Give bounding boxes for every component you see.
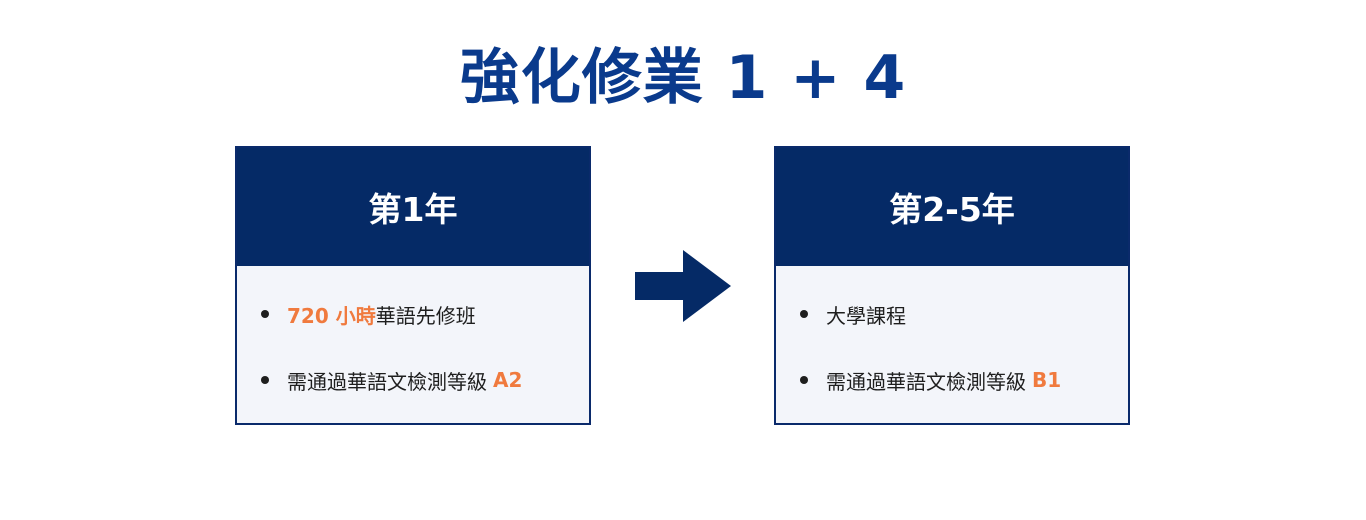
highlight-level: A2 [493, 368, 523, 392]
highlight-level: B1 [1032, 368, 1062, 392]
right-arrow-icon [635, 250, 731, 322]
item-text: 大學課程 [826, 303, 906, 328]
list-item: 需通過華語文檢測等級 A2 [261, 364, 565, 396]
list-item: 需通過華語文檢測等級 B1 [800, 364, 1104, 396]
list-item: 720 小時 華語先修班 [261, 298, 565, 330]
list-item: 大學課程 [800, 298, 1104, 330]
item-text: 需通過華語文檢測等級 [826, 369, 1026, 394]
highlight-hours: 720 小時 [287, 303, 376, 328]
bullet-dot-icon [261, 310, 269, 318]
item-text: 華語先修班 [375, 303, 476, 328]
bullet-dot-icon [261, 376, 269, 384]
year-2-5-header: 第2-5年 [776, 148, 1128, 266]
item-text: 需通過華語文檢測等級 [287, 369, 487, 394]
year-2-5-card: 第2-5年 大學課程 需通過華語文檢測等級 B1 [774, 146, 1130, 425]
year-2-5-body: 大學課程 需通過華語文檢測等級 B1 [776, 266, 1128, 396]
year-1-header: 第1年 [237, 148, 589, 266]
year-1-body: 720 小時 華語先修班 需通過華語文檢測等級 A2 [237, 266, 589, 396]
bullet-dot-icon [800, 376, 808, 384]
page-title: 強化修業 1 + 4 [459, 43, 907, 113]
year-1-card: 第1年 720 小時 華語先修班 需通過華語文檢測等級 A2 [235, 146, 591, 425]
bullet-dot-icon [800, 310, 808, 318]
